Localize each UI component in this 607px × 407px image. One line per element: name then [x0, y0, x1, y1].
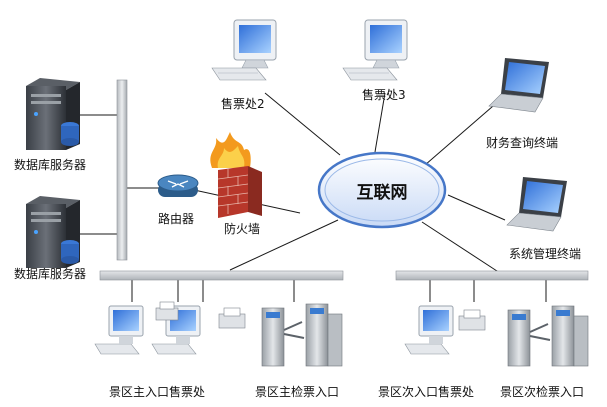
- printer-icon: [458, 309, 486, 331]
- label-main-ticket-check: 景区主检票入口: [255, 385, 340, 399]
- label-db-server-1: 数据库服务器: [14, 158, 87, 172]
- secondary-entrance-bus: [395, 270, 589, 281]
- label-firewall: 防火墙: [224, 222, 261, 236]
- desktop-computer-icon: [211, 19, 277, 81]
- label-secondary-entrance-ticket-office: 景区次入口售票处: [378, 385, 475, 399]
- turnstile-icon: [507, 305, 589, 367]
- label-main-entrance-ticket-office: 景区主入口售票处: [109, 385, 206, 399]
- label-ticket-office-2: 售票处2: [221, 97, 265, 111]
- globe-hub-icon: [317, 151, 447, 229]
- printer-icon: [218, 307, 246, 329]
- router-icon: [157, 174, 199, 197]
- label-router: 路由器: [158, 212, 195, 226]
- server-icon: [26, 78, 80, 150]
- backbone-vertical-bus: [116, 79, 128, 261]
- desktop-computer-icon: [404, 305, 454, 355]
- link-lines: [80, 92, 547, 302]
- turnstile-icon: [261, 303, 343, 367]
- hub-label: 互联网: [357, 183, 408, 203]
- desktop-computer-icon: [94, 305, 144, 355]
- desktop-computer-icon: [342, 19, 408, 81]
- desktop-computer-icon: [151, 305, 201, 355]
- server-icon: [26, 196, 80, 268]
- main-entrance-bus: [99, 270, 344, 281]
- laptop-icon: [488, 58, 549, 113]
- label-system-terminal: 系统管理终端: [509, 247, 582, 261]
- laptop-icon: [506, 177, 567, 232]
- printer-icon: [155, 301, 179, 321]
- firewall-icon: [210, 132, 262, 218]
- label-secondary-ticket-check: 景区次检票入口: [500, 385, 585, 399]
- label-db-server-2: 数据库服务器: [14, 267, 87, 281]
- label-ticket-office-3: 售票处3: [362, 88, 406, 102]
- label-finance-terminal: 财务查询终端: [486, 136, 559, 150]
